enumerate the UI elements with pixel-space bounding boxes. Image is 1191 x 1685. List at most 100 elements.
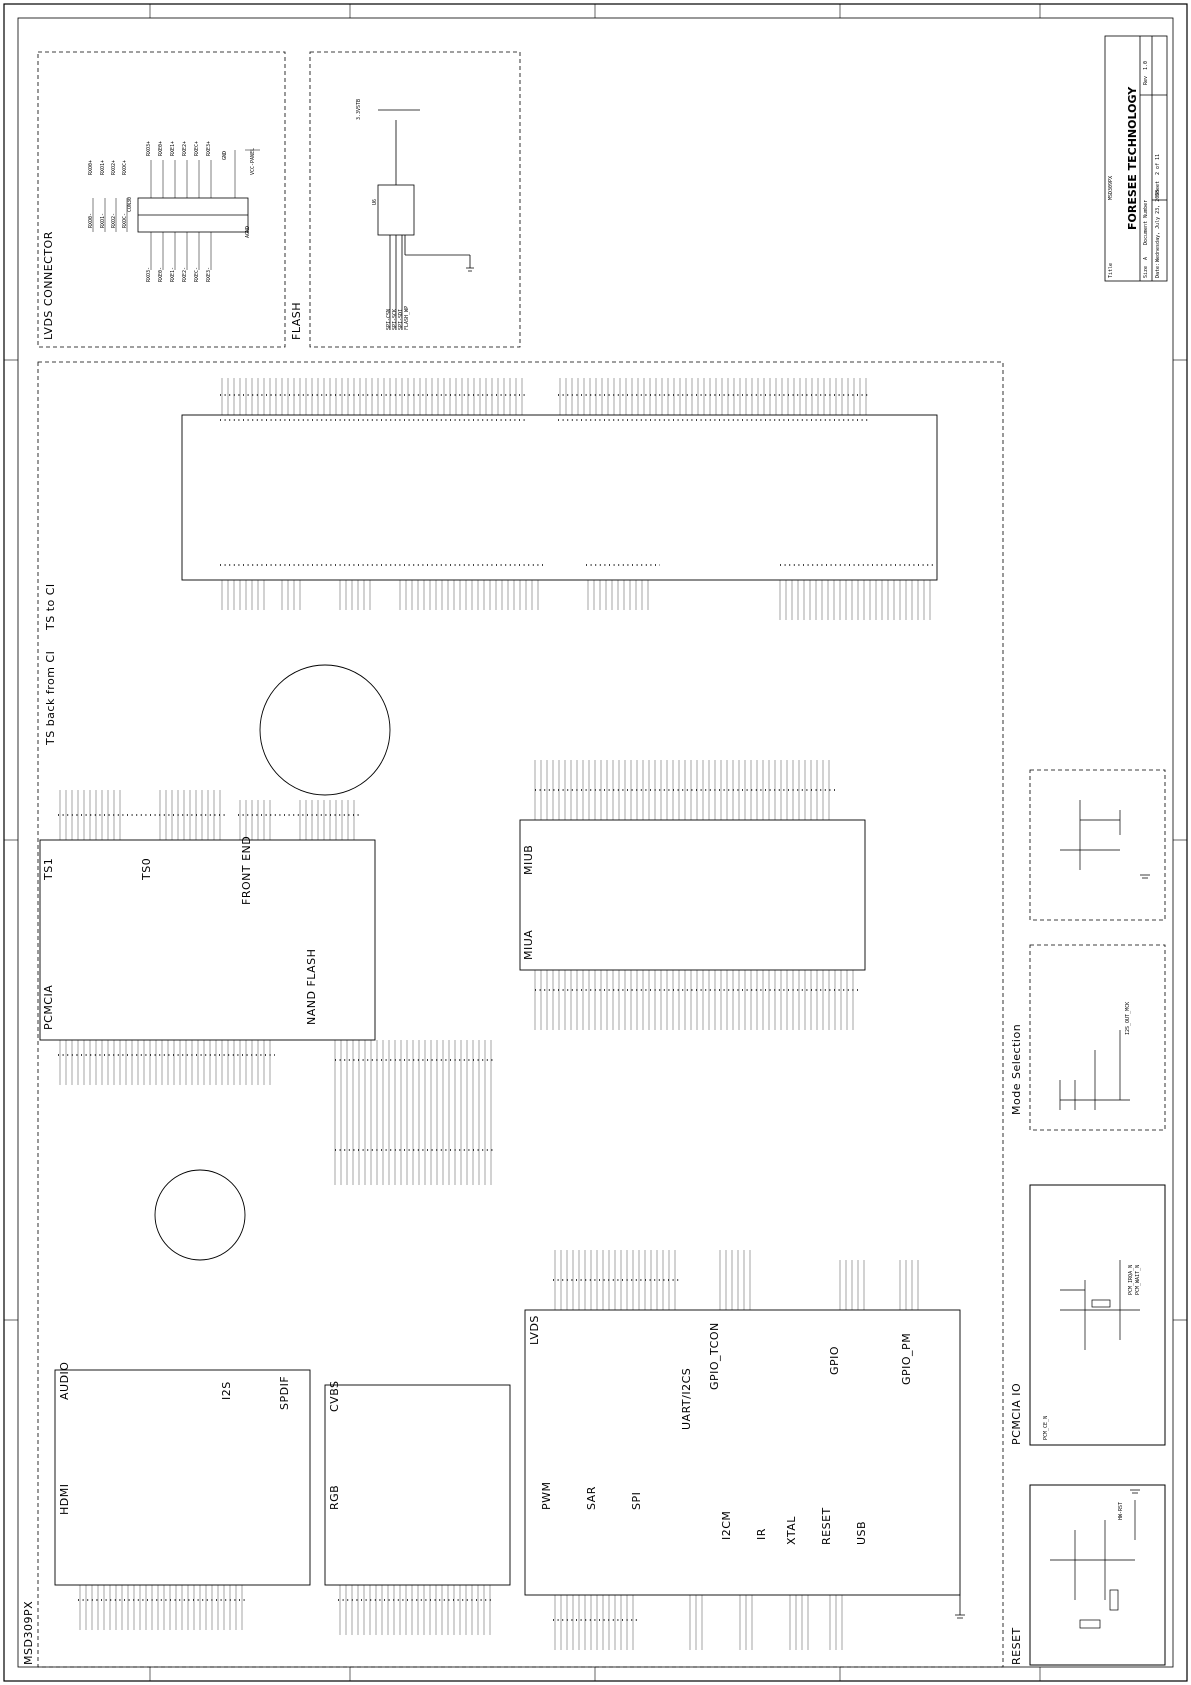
i2s-out-mck-label: I2S_OUT_MCK <box>1125 1001 1131 1035</box>
date-value: Wednesday, July 23, 2008 <box>1155 189 1161 262</box>
audio-hdmi-unit <box>54 1369 311 1586</box>
revision-circle-front-end <box>259 664 391 796</box>
block-miua: MIUA <box>522 929 535 960</box>
block-rgb: RGB <box>328 1484 341 1510</box>
block-spdif: SPDIF <box>278 1375 291 1410</box>
lvds-pin-rxo2-pos: RXO2+ <box>111 159 117 175</box>
lvds-pin-rxec-pos: RXEC+ <box>194 140 200 156</box>
section-ts-back-from-ci: TS back from CI <box>44 650 57 745</box>
block-audio: AUDIO <box>58 1361 71 1400</box>
lvds-pin-rxoc-neg: RXOC- <box>122 212 128 228</box>
sheet-label: Sheet <box>1155 180 1161 196</box>
block-cvbs: CVBS <box>328 1380 341 1412</box>
section-pcmcia-io: PCMCIA IO <box>1010 1382 1023 1445</box>
lvds-pin-wires <box>92 149 260 270</box>
section-flash: FLASH <box>290 302 303 340</box>
block-usb: USB <box>855 1520 868 1545</box>
lvds-connector-frame <box>37 51 286 348</box>
zone-ticks <box>4 4 1187 1681</box>
lvds-pin-rxo1-pos: RXO1+ <box>100 159 106 175</box>
lvds-pin-rxec-neg: RXEC- <box>194 266 200 282</box>
block-ts1: TS1 <box>42 857 55 880</box>
lvds-pin-rxoc-pos: RXOC+ <box>122 159 128 175</box>
pcmcia-io-circuit <box>1060 1260 1140 1350</box>
block-gpio-tcon: GPIO_TCON <box>708 1322 721 1390</box>
block-uart-i2cs: UART/I2CS <box>680 1367 693 1430</box>
block-sar: SAR <box>585 1486 598 1510</box>
flash-ic-ref: U6 <box>372 198 378 205</box>
lvds-connector-ref: CON30 <box>127 196 133 212</box>
block-i2s: I2S <box>220 1381 233 1400</box>
lvds-pin-rxe3-neg: RXE3- <box>206 266 212 282</box>
lvds-gpio-unit <box>524 1309 961 1596</box>
doc-number-label: Document Number <box>1143 199 1149 245</box>
pin-label-marks <box>58 394 935 1621</box>
rev-value: 1.0 <box>1143 60 1149 70</box>
lvds-pin-rxe2-neg: RXE2- <box>182 266 188 282</box>
lvds-connector <box>137 197 249 233</box>
ts-pcmcia-unit <box>39 839 376 1041</box>
reset-circuit <box>1050 1500 1136 1629</box>
block-i2cm: I2CM <box>720 1510 733 1540</box>
block-front-end: FRONT END <box>240 835 253 905</box>
flash-pin-flash-wp: FLASH_WP <box>404 305 410 330</box>
lvds-pin-rxo3-pos: RXO3+ <box>146 140 152 156</box>
block-pwm: PWM <box>540 1481 553 1510</box>
size-value: A <box>1143 256 1149 260</box>
main-chip-frame <box>37 361 1004 1668</box>
pin-fans <box>59 378 931 1650</box>
ground-symbols <box>466 267 1150 1619</box>
pcm-irqa-label: PCM_IRQA_N <box>1128 1264 1134 1295</box>
lvds-pin-rxe3-pos: RXE3+ <box>206 140 212 156</box>
block-miub: MIUB <box>522 844 535 875</box>
section-reset: RESET <box>1010 1627 1023 1665</box>
misc-frame <box>1029 769 1166 921</box>
block-gpio-pm: GPIO_PM <box>900 1332 913 1385</box>
power-ground-unit <box>181 414 938 581</box>
block-lvds: LVDS <box>528 1315 541 1345</box>
block-reset: RESET <box>820 1507 833 1545</box>
miu-unit <box>519 819 866 971</box>
block-xtal: XTAL <box>785 1516 798 1545</box>
block-spi: SPI <box>630 1491 643 1510</box>
lvds-pin-rxe0-pos: RXE0+ <box>158 140 164 156</box>
mode-selection-frame <box>1029 944 1166 1131</box>
block-pcmcia: PCMCIA <box>42 984 55 1030</box>
lvds-pin-rxo1-neg: RXO1- <box>100 212 106 228</box>
section-chip: MSD309PX <box>22 1600 35 1665</box>
pcm-wait-label: PCM_WAIT_N <box>1135 1264 1141 1295</box>
lvds-pin-rxe2-pos: RXE2+ <box>182 140 188 156</box>
lvds-pin-rxo2-neg: RXO2- <box>111 212 117 228</box>
size-label: Size <box>1143 265 1149 278</box>
sheet-value: 2 of 11 <box>1155 153 1161 175</box>
revision-circle-audio <box>154 1169 246 1261</box>
inner-border <box>17 17 1174 1668</box>
mode-selection-circuit <box>1059 1030 1130 1110</box>
cvbs-rgb-unit <box>324 1384 511 1586</box>
lvds-pin-rxo0-pos: RXO0+ <box>88 159 94 175</box>
misc-circuit <box>1060 800 1121 870</box>
vcc-panel-label: VCC-PANEL <box>250 147 256 175</box>
title-block <box>1104 35 1168 282</box>
lvds-pin-rxe1-neg: RXE1- <box>170 266 176 282</box>
title-label: Title <box>1108 262 1114 278</box>
pcm-ce-label: PCM_CE_N <box>1043 1415 1049 1440</box>
block-ts0: TS0 <box>140 857 153 880</box>
section-ts-to-ci: TS to CI <box>44 583 57 630</box>
company-name: FORESEE TECHNOLOGY <box>1126 86 1139 230</box>
flash-supply: 3.3VSTB <box>356 98 362 120</box>
agnd-label: AGND <box>245 225 251 238</box>
block-ir: IR <box>755 1528 768 1540</box>
block-gpio: GPIO <box>828 1345 841 1375</box>
reset-frame <box>1029 1484 1166 1666</box>
rev-label: Rev <box>1143 75 1149 85</box>
drawing-title: MSD309PX <box>1108 175 1114 200</box>
flash-frame <box>309 51 521 348</box>
block-hdmi: HDMI <box>58 1483 71 1515</box>
hw-rst-label: HW-RST <box>1118 1501 1124 1520</box>
flash-ic <box>377 109 471 330</box>
lvds-pin-rxe1-pos: RXE1+ <box>170 140 176 156</box>
block-nand-flash: NAND FLASH <box>305 948 318 1025</box>
date-label: Date: <box>1155 262 1161 278</box>
